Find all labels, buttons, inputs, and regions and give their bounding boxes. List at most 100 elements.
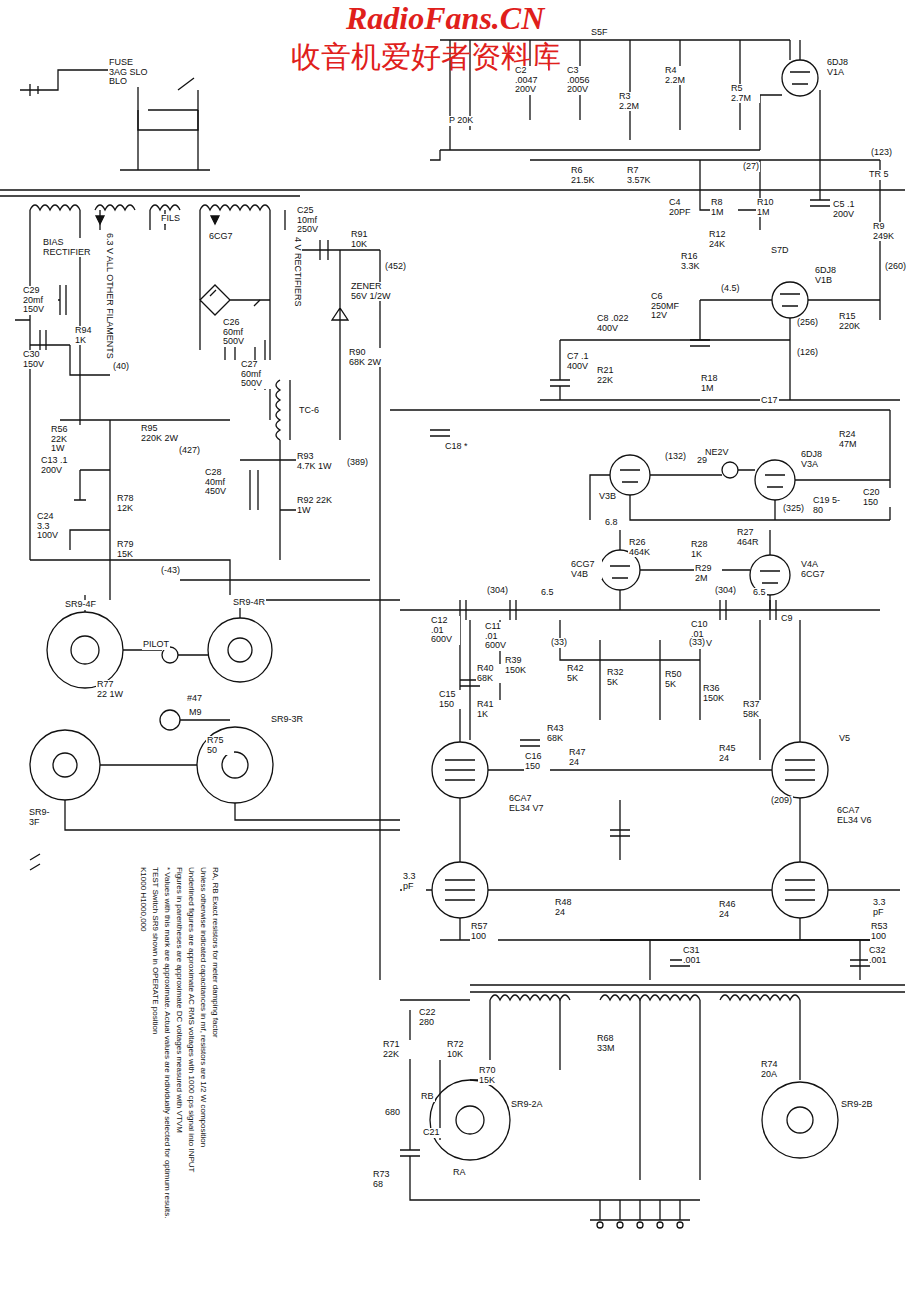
component-label: 680 <box>384 1108 401 1118</box>
component-label: C22 280 <box>418 1008 448 1027</box>
component-label: (452) <box>384 262 407 272</box>
component-label: R56 22K 1W <box>50 425 82 454</box>
component-label: 6CA7 EL34 V7 <box>508 794 546 813</box>
component-label: C17 <box>760 396 779 406</box>
component-label: R40 68K <box>476 664 506 683</box>
component-label: C8 .022 400V <box>596 314 630 333</box>
component-label: R95 220K 2W <box>140 424 180 443</box>
component-label: C19 5-80 <box>812 496 844 515</box>
component-label: (389) <box>346 458 369 468</box>
component-label: R6 21.5K <box>570 166 608 185</box>
component-label: R47 24 <box>568 748 594 767</box>
schematic-note: TEST Switch SR9 shown in OPERATE positio… <box>150 866 159 1035</box>
schematic-note: Figures in parentheses are approximate D… <box>174 866 183 1134</box>
component-label: C6 250MF 12V <box>650 292 688 321</box>
component-label: R9 249K <box>872 222 908 241</box>
component-label: FUSE 3AG SLO BLO <box>108 58 152 87</box>
component-label: R27 464R <box>736 528 768 547</box>
component-label: C20 150 <box>862 488 894 507</box>
component-label: R41 1K <box>476 700 502 719</box>
component-label: R16 3.3K <box>680 252 712 271</box>
component-label: R26 464K <box>628 538 660 557</box>
component-label: R71 22K <box>382 1040 412 1059</box>
component-label: SR9-4F <box>64 600 97 610</box>
component-label: R92 22K 1W <box>296 496 334 515</box>
component-label: C31 .001 <box>682 946 714 965</box>
component-label: R50 5K <box>664 670 692 689</box>
component-label: C5 .1 200V <box>832 200 864 219</box>
component-label: (33) <box>550 638 568 648</box>
component-label: 3.3 pF <box>402 872 426 891</box>
schematic-note: RA, RB Exact resistors for meter damping… <box>210 866 219 1039</box>
component-label: C7 .1 400V <box>566 352 598 371</box>
component-label: V4A 6CG7 <box>800 560 832 579</box>
component-label: FILS <box>160 214 181 224</box>
component-label: 6CG7 <box>208 232 234 242</box>
component-label: R74 20A <box>760 1060 792 1079</box>
component-label: C3 .0056 200V <box>566 66 600 95</box>
component-label: C25 10mf 250V <box>296 206 334 235</box>
component-label: V3B <box>598 492 617 502</box>
component-label: S5F <box>590 28 609 38</box>
component-label: C30 150V <box>22 350 54 369</box>
component-label: BIAS RECTIFIER <box>42 238 94 257</box>
component-label: R32 5K <box>606 668 634 687</box>
component-label: R39 150K <box>504 656 536 675</box>
component-label: (209) <box>770 796 793 806</box>
component-label: R93 4.7K 1W <box>296 452 334 471</box>
component-label: R53 100 <box>870 922 898 941</box>
component-label: #47 <box>186 694 203 704</box>
component-label: 6DJ8 V1B <box>814 266 850 285</box>
component-label: R18 1M <box>700 374 730 393</box>
component-label: (260) <box>884 262 907 272</box>
component-label: R45 24 <box>718 744 744 763</box>
component-label: C24 3.3 100V <box>36 512 68 541</box>
component-label: C9 <box>780 614 794 624</box>
component-label: (33) <box>688 638 706 648</box>
component-label: RA <box>452 1168 467 1178</box>
component-label: C27 60mf 500V <box>240 360 274 389</box>
component-label: C16 150 <box>524 752 550 771</box>
component-label: (40) <box>112 362 130 372</box>
component-label: R77 22 1W <box>96 680 126 699</box>
component-label: SR9-2B <box>840 1100 874 1110</box>
component-label: (-43) <box>160 566 181 576</box>
component-label: R75 50 <box>206 736 234 755</box>
component-label: TC-6 <box>298 406 320 416</box>
component-label: ZENER 56V 1/2W <box>350 282 392 301</box>
component-label: (4.5) <box>720 284 741 294</box>
component-label: R29 2M <box>694 564 722 583</box>
component-label: 6DJ8 V3A <box>800 450 832 469</box>
component-label: R91 10K <box>350 230 382 249</box>
component-label: 3.3 pF <box>872 898 896 917</box>
schematic-note: * Values with this mark are approximate.… <box>162 866 171 1220</box>
component-label: C2 .0047 200V <box>514 66 548 95</box>
component-label: (27) <box>742 162 760 172</box>
component-label: V5 <box>838 734 851 744</box>
component-label: (256) <box>796 318 819 328</box>
component-label: R10 1M <box>756 198 786 217</box>
component-label: S7D <box>770 246 790 256</box>
component-label: R5 2.7M <box>730 84 760 103</box>
component-label: R57 100 <box>470 922 498 941</box>
component-label: C32 .001 <box>868 946 900 965</box>
component-label: R79 15K <box>116 540 146 559</box>
component-label: (132) <box>664 452 687 462</box>
component-label: (304) <box>486 586 509 596</box>
schematic-note: K1000 H1000,000 <box>138 866 147 933</box>
component-label: R21 22K <box>596 366 628 385</box>
component-label: C21 <box>422 1128 441 1138</box>
component-label: 6.8 <box>604 518 619 528</box>
watermark-text: RadioFans.CN <box>345 2 545 34</box>
component-label: (427) <box>178 446 201 456</box>
component-label: (126) <box>796 348 819 358</box>
schematic-note: Underlined figures are approximate AC RM… <box>186 866 195 1173</box>
component-label: C12 .01 600V <box>430 616 460 645</box>
component-label: R36 150K <box>702 684 734 703</box>
component-label: R8 1M <box>710 198 738 217</box>
component-label: C13 .1 200V <box>40 456 74 475</box>
component-label: 6.5 <box>752 588 767 598</box>
component-label: R28 1K <box>690 540 718 559</box>
